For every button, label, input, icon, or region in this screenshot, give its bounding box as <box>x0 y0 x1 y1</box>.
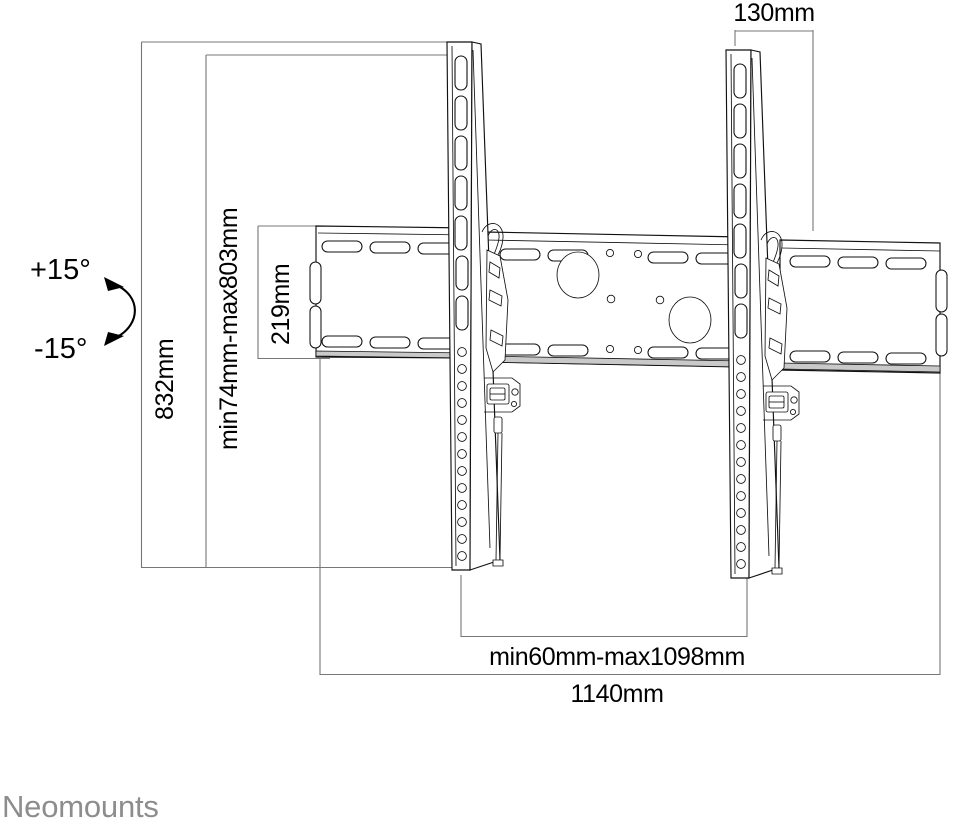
wall-plate-left <box>446 41 501 571</box>
dimension-label-depth-from-wall: 130mm <box>733 0 814 27</box>
dimension-depth-from-wall <box>734 30 814 231</box>
tilt-angle-down-label: -15° <box>34 333 88 365</box>
dimension-mount-height-range <box>205 54 460 569</box>
dimension-overall-width <box>319 359 941 676</box>
brand-wordmark: Neomounts <box>2 789 159 824</box>
tilt-arc-arrow-icon <box>104 277 136 346</box>
dimension-label-overall-height: 832mm <box>151 339 179 420</box>
dimension-label-overall-width: 1140mm <box>570 680 663 708</box>
display-rail-center-segment <box>483 231 743 368</box>
display-rail-right-segment <box>779 239 948 374</box>
tilt-mechanism-right <box>760 231 800 575</box>
dimension-label-bracket-height: 219mm <box>267 264 295 345</box>
tilt-angle-up-label: +15° <box>30 254 91 286</box>
dimension-label-mount-height-range: min74mm-max803mm <box>215 208 243 450</box>
display-rail-assembly <box>309 225 948 374</box>
wall-plate-right <box>725 49 780 579</box>
dimension-label-mount-width-range: min60mm-max1098mm <box>489 643 745 671</box>
display-rail-left-segment <box>309 225 471 359</box>
tilt-mechanism-left <box>481 223 521 567</box>
